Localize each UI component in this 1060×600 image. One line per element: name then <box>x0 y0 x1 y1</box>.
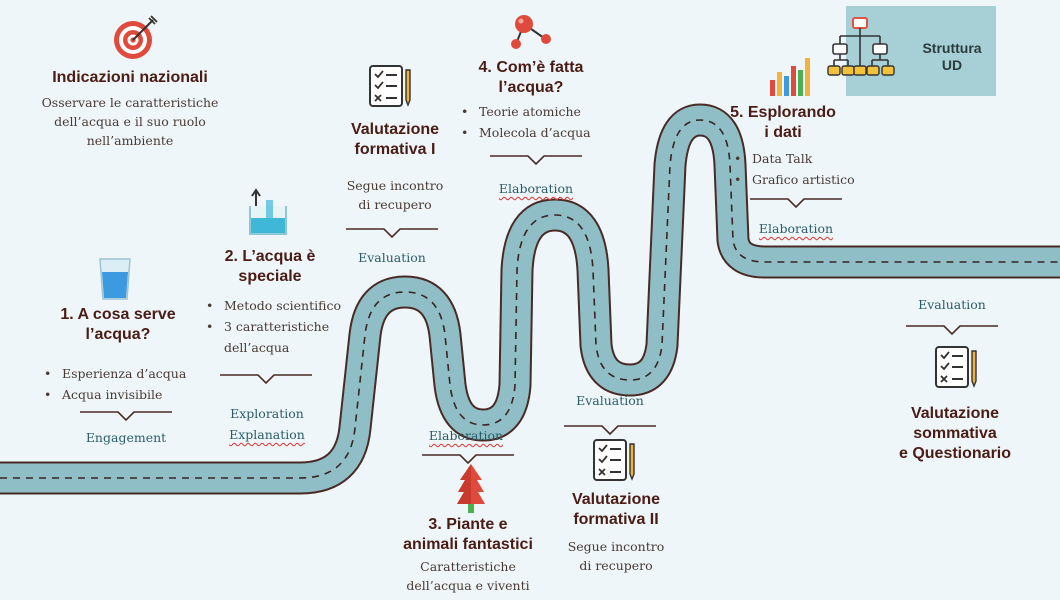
step2-bullets: Metodo scientifico 3 caratteristiche del… <box>206 295 341 358</box>
step2-title: 2. L’acqua è speciale <box>200 247 340 287</box>
step3-title: 3. Piante e animali fantastici <box>380 515 556 555</box>
checklist-icon <box>935 346 977 388</box>
indicazioni-text-1: Osservare le caratteristiche <box>41 95 219 110</box>
step1-title: 1. A cosa serve l’acqua? <box>38 305 198 345</box>
step2-phase-2: Explanation <box>229 427 305 442</box>
struttura-label: Struttura UD <box>912 40 992 74</box>
valutazione1-text-1: Segue incontro <box>346 178 444 193</box>
target-icon <box>114 15 158 59</box>
step5-title-line2: i dati <box>764 124 802 141</box>
struttura-ud-panel: Struttura UD <box>827 6 996 96</box>
step3-text-2: dell’acqua e viventi <box>406 578 530 593</box>
valutazione1-divider <box>346 228 438 239</box>
valutazione1-title: Valutazione formativa I <box>320 120 470 160</box>
step1-title-line1: 1. A cosa serve <box>60 306 176 323</box>
sommativa-title-line3: e Questionario <box>898 445 1012 462</box>
valutazione1-title-line1: Valutazione <box>350 121 440 138</box>
step5-phase: Elaboration <box>758 221 834 236</box>
checklist-icon <box>593 439 635 481</box>
step2-phase-1: Exploration <box>230 406 304 421</box>
indicazioni-text-2: dell’acqua e il suo ruolo <box>54 114 206 129</box>
step4-phase: Elaboration <box>498 181 574 196</box>
sommativa-phase: Evaluation <box>918 297 986 312</box>
indicazioni-title: Indicazioni nazionali <box>52 69 208 86</box>
valutazione2-title-line2: formativa II <box>573 511 659 528</box>
indicazioni-text-3: nell’ambiente <box>86 133 174 148</box>
valutazione1-phase: Evaluation <box>358 250 426 265</box>
water-glass-icon <box>99 258 131 300</box>
step5-title-line1: 5. Esplorando <box>730 104 836 121</box>
step1-divider <box>80 411 172 422</box>
step4-bullet-2: Molecola d’acqua <box>461 122 591 143</box>
step2-divider <box>220 374 312 385</box>
tree-icon <box>457 464 485 513</box>
step3-divider <box>422 454 514 465</box>
step1-bullet-2: Acqua invisibile <box>44 384 186 405</box>
step2-title-line2: speciale <box>238 268 302 285</box>
step2-phase: Exploration Explanation <box>212 403 322 445</box>
step4-bullet-1: Teorie atomiche <box>461 101 591 122</box>
step2-bullet-2: 3 caratteristiche <box>206 316 341 337</box>
bar-chart-icon <box>770 58 810 96</box>
step2-title-line1: 2. L’acqua è <box>224 248 316 265</box>
sommativa-title-line1: Valutazione <box>910 405 1000 422</box>
hierarchy-icon <box>827 17 895 76</box>
step1-bullet-1: Esperienza d’acqua <box>44 363 186 384</box>
step3-text: Caratteristiche dell’acqua e viventi <box>380 557 556 595</box>
sommativa-divider <box>906 325 998 336</box>
step3-text-1: Caratteristiche <box>420 559 516 574</box>
struttura-line1: Struttura <box>922 40 982 56</box>
valutazione1-text: Segue incontro di recupero <box>320 176 470 214</box>
step5-bullet-1: Data Talk <box>734 148 855 169</box>
step4-title: 4. Com’è fatta l’acqua? <box>456 58 606 98</box>
valutazione2-title: Valutazione formativa II <box>540 490 692 530</box>
step5-divider <box>750 198 842 209</box>
molecule-icon <box>511 15 551 49</box>
valutazione2-divider <box>564 425 656 436</box>
valutazione1-text-2: di recupero <box>358 197 432 212</box>
step3-title-line1: 3. Piante e <box>428 516 508 533</box>
step2-bullet-2-cont: dell’acqua <box>206 337 341 358</box>
step1-bullets: Esperienza d’acqua Acqua invisibile <box>44 363 186 405</box>
step5-bullets: Data Talk Grafico artistico <box>734 148 855 190</box>
valutazione2-text: Segue incontro di recupero <box>540 537 692 575</box>
step4-divider <box>490 155 582 166</box>
step4-bullets: Teorie atomiche Molecola d’acqua <box>461 101 591 143</box>
valutazione2-text-1: Segue incontro <box>567 539 665 554</box>
step2-bullet-2-cont-text: dell’acqua <box>224 340 290 355</box>
step4-title-line2: l’acqua? <box>498 79 564 96</box>
sommativa-title: Valutazione sommativa e Questionario <box>870 404 1040 464</box>
valutazione1-title-line2: formativa I <box>354 141 436 158</box>
step2-bullet-1: Metodo scientifico <box>206 295 341 316</box>
step1-phase: Engagement <box>85 430 167 445</box>
step5-bullet-2: Grafico artistico <box>734 169 855 190</box>
step1-title-line2: l’acqua? <box>85 326 151 343</box>
step5-title: 5. Esplorando i dati <box>708 103 858 143</box>
struttura-line2: UD <box>941 57 963 73</box>
step3-phase: Elaboration <box>428 428 504 443</box>
sommativa-title-line2: sommativa <box>913 425 997 442</box>
valutazione2-text-2: di recupero <box>579 558 653 573</box>
indicazioni-block: Indicazioni nazionali Osservare le carat… <box>30 68 230 150</box>
step3-title-line2: animali fantastici <box>403 536 533 553</box>
valutazione2-title-line1: Valutazione <box>571 491 661 508</box>
checklist-icon <box>369 65 411 107</box>
step4-title-line1: 4. Com’è fatta <box>478 59 584 76</box>
beaker-icon <box>249 188 287 235</box>
valutazione2-phase: Evaluation <box>576 393 644 408</box>
